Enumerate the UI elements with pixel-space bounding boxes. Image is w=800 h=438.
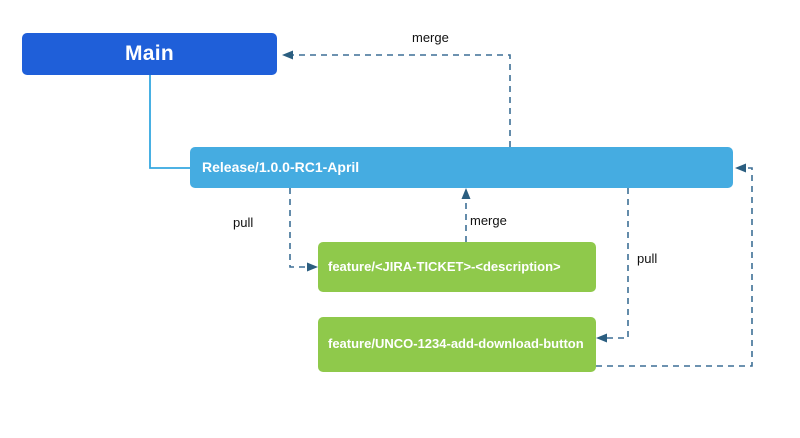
node-release[interactable]: Release/1.0.0-RC1-April <box>190 147 733 188</box>
arrowhead-to-release-right <box>735 163 746 173</box>
edge-release-to-feature-generic <box>289 188 308 268</box>
edge-label-pull-right: pull <box>637 251 658 266</box>
node-main-label: Main <box>124 41 175 65</box>
edge-label-pull-left: pull <box>233 215 254 230</box>
arrowhead-merge-to-release <box>461 188 471 199</box>
edge-feature-unco-to-release <box>596 167 753 367</box>
edge-label-merge-mid: merge <box>470 213 507 228</box>
node-feature-unco-label: feature/UNCO-1234-add-download-button <box>328 336 584 352</box>
node-feature-generic-label: feature/<JIRA-TICKET>-<description> <box>328 258 561 274</box>
arrowhead-to-main <box>282 50 293 60</box>
node-feature-generic[interactable]: feature/<JIRA-TICKET>-<description> <box>318 242 596 292</box>
node-release-label: Release/1.0.0-RC1-April <box>202 158 360 175</box>
node-main[interactable]: Main <box>22 33 277 75</box>
edge-release-to-main <box>292 54 511 147</box>
arrowhead-to-feature-unco <box>596 333 607 343</box>
edge-label-merge-top: merge <box>412 30 449 45</box>
arrowhead-to-feature-generic <box>307 262 318 272</box>
edge-release-to-feature-unco <box>606 188 629 339</box>
node-feature-unco[interactable]: feature/UNCO-1234-add-download-button <box>318 317 596 372</box>
edge-main-to-release <box>149 75 190 169</box>
